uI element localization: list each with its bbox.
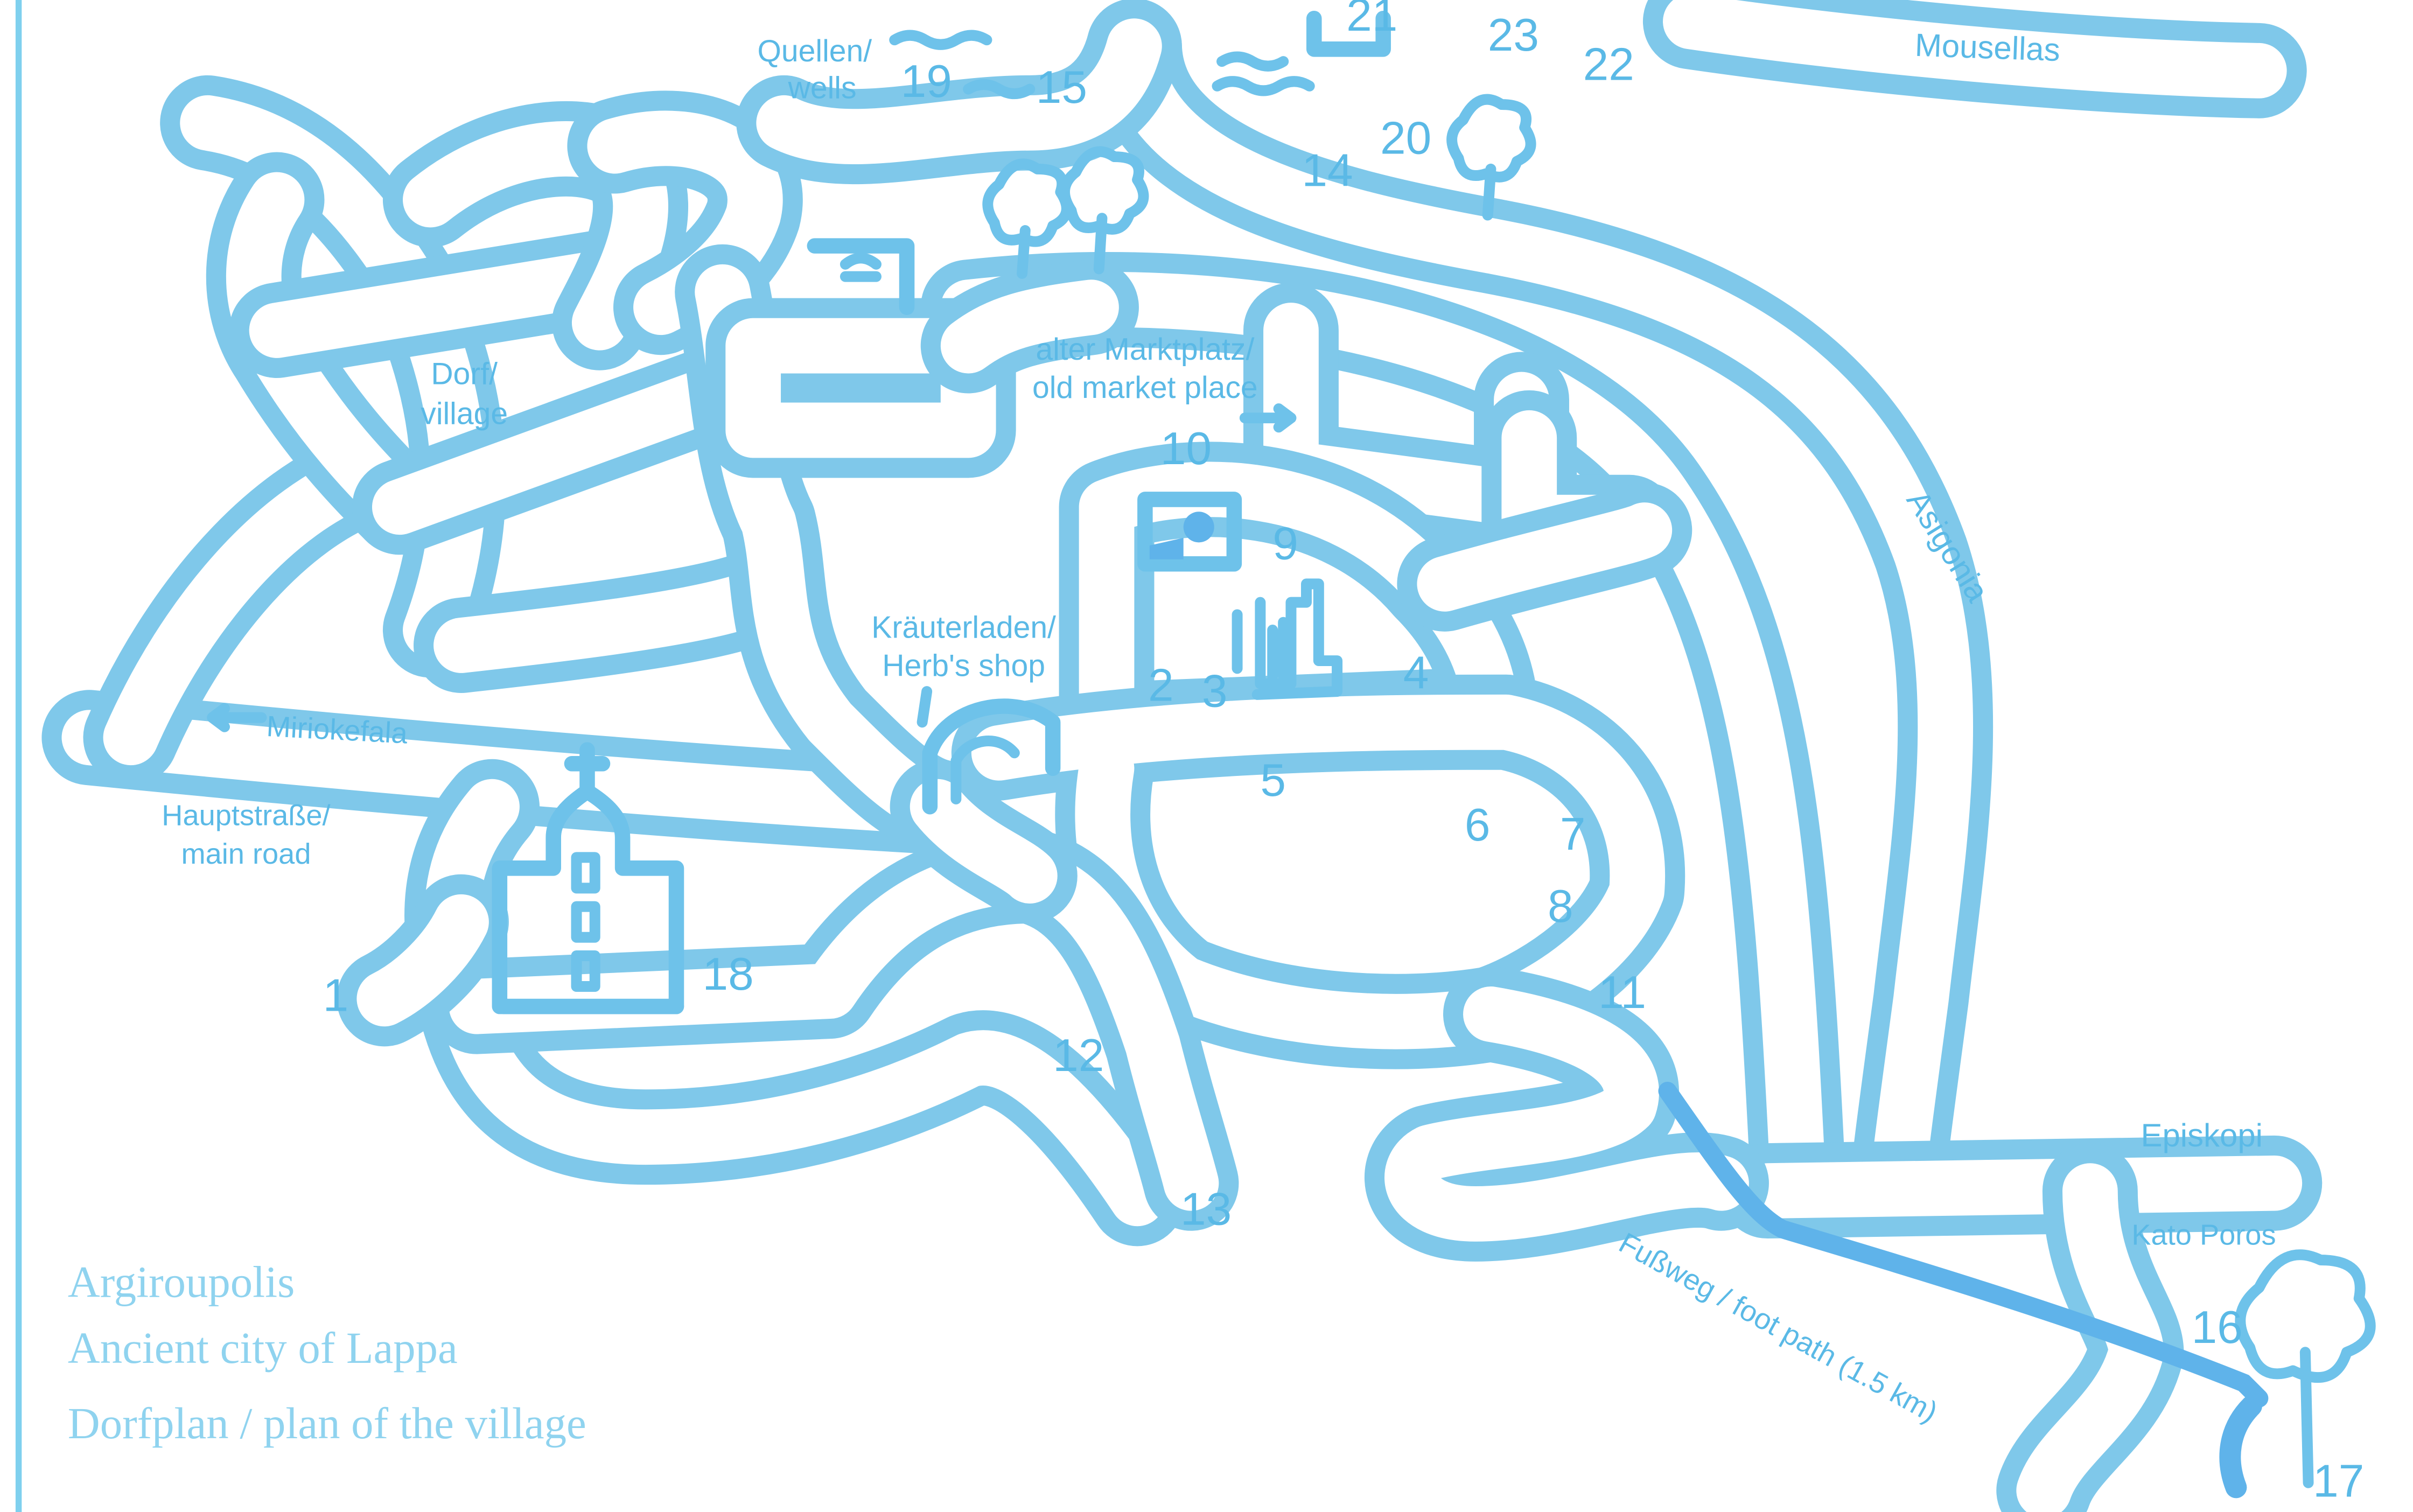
arrow-icon: [1239, 403, 1297, 433]
foot-path-end: [2219, 1395, 2262, 1499]
point-12: 12: [1053, 1030, 1104, 1081]
point-11: 11: [1598, 967, 1646, 1018]
title-line3: Dorfplan / plan of the village: [68, 1398, 586, 1448]
point-numbers: 1 2 3 4 5 6 7 8 9 10 11 12 13 14 15 16 1…: [323, 0, 2365, 1507]
herb-label: Kräuterladen/ Herb's shop: [871, 610, 1056, 683]
point-17: 17: [2313, 1455, 2364, 1507]
wells-label: Quellen/ wells: [758, 34, 872, 105]
point-1: 1: [323, 970, 349, 1021]
arrow-down-icon: [917, 686, 933, 728]
point-5: 5: [1260, 755, 1286, 806]
ruin-icon: [1137, 492, 1343, 700]
tower-icon: [1306, 10, 1391, 57]
village-line2: village: [421, 397, 508, 431]
point-15: 15: [1036, 62, 1087, 113]
wells-line2: wells: [788, 71, 857, 106]
point-4: 4: [1403, 647, 1429, 698]
herb-line1: Kräuterladen/: [871, 610, 1056, 645]
point-9: 9: [1272, 519, 1298, 570]
point-7: 7: [1560, 809, 1586, 860]
point-23: 23: [1488, 10, 1539, 61]
page-edge: [15, 0, 22, 1512]
point-19: 19: [901, 56, 952, 107]
tree-icon: [982, 94, 2376, 1488]
village-label: Dorf/ village: [421, 356, 508, 431]
point-14: 14: [1302, 145, 1353, 196]
miriokefala-label: Miriokefala: [265, 710, 409, 750]
market-line1: alter Marktplatz/: [1036, 332, 1254, 367]
church-icon: [492, 742, 684, 1014]
point-13: 13: [1180, 1184, 1232, 1235]
point-10: 10: [1160, 423, 1212, 474]
point-22: 22: [1583, 39, 1634, 90]
point-20: 20: [1380, 113, 1431, 164]
point-2: 2: [1148, 660, 1174, 711]
arrow-left-icon: [207, 703, 267, 732]
point-3: 3: [1202, 666, 1228, 717]
wells-line1: Quellen/: [758, 34, 872, 68]
title-line1: Argiroupolis: [68, 1257, 295, 1306]
main-road-line2: main road: [181, 838, 311, 870]
title-line2: Ancient city of Lappa: [68, 1323, 458, 1373]
point-16: 16: [2192, 1302, 2243, 1353]
point-6: 6: [1465, 800, 1491, 851]
point-21: 21: [1346, 0, 1397, 41]
water-icon: [889, 30, 1315, 100]
herb-building-icon: [807, 238, 915, 315]
main-road-label: Hauptstraße/ main road: [162, 799, 331, 870]
village-line1: Dorf/: [431, 356, 498, 391]
kato-poros-label: Kato Poros: [2131, 1219, 2276, 1251]
foot-path: [1658, 1081, 2269, 1408]
roads: [41, 0, 2323, 1512]
main-road-line1: Hauptstraße/: [162, 799, 331, 831]
point-8: 8: [1548, 881, 1573, 932]
episkopi-label: Episkopi: [2141, 1117, 2263, 1153]
market-label: alter Marktplatz/ old market place: [1032, 332, 1258, 405]
herb-line2: Herb's shop: [882, 649, 1045, 683]
market-line2: old market place: [1032, 370, 1258, 405]
herb-shop-icon: [922, 698, 1061, 815]
mousellas-label: Mousellas: [1914, 27, 2061, 68]
point-18: 18: [703, 949, 754, 1000]
map-title: Argiroupolis Ancient city of Lappa Dorfp…: [68, 1257, 586, 1448]
